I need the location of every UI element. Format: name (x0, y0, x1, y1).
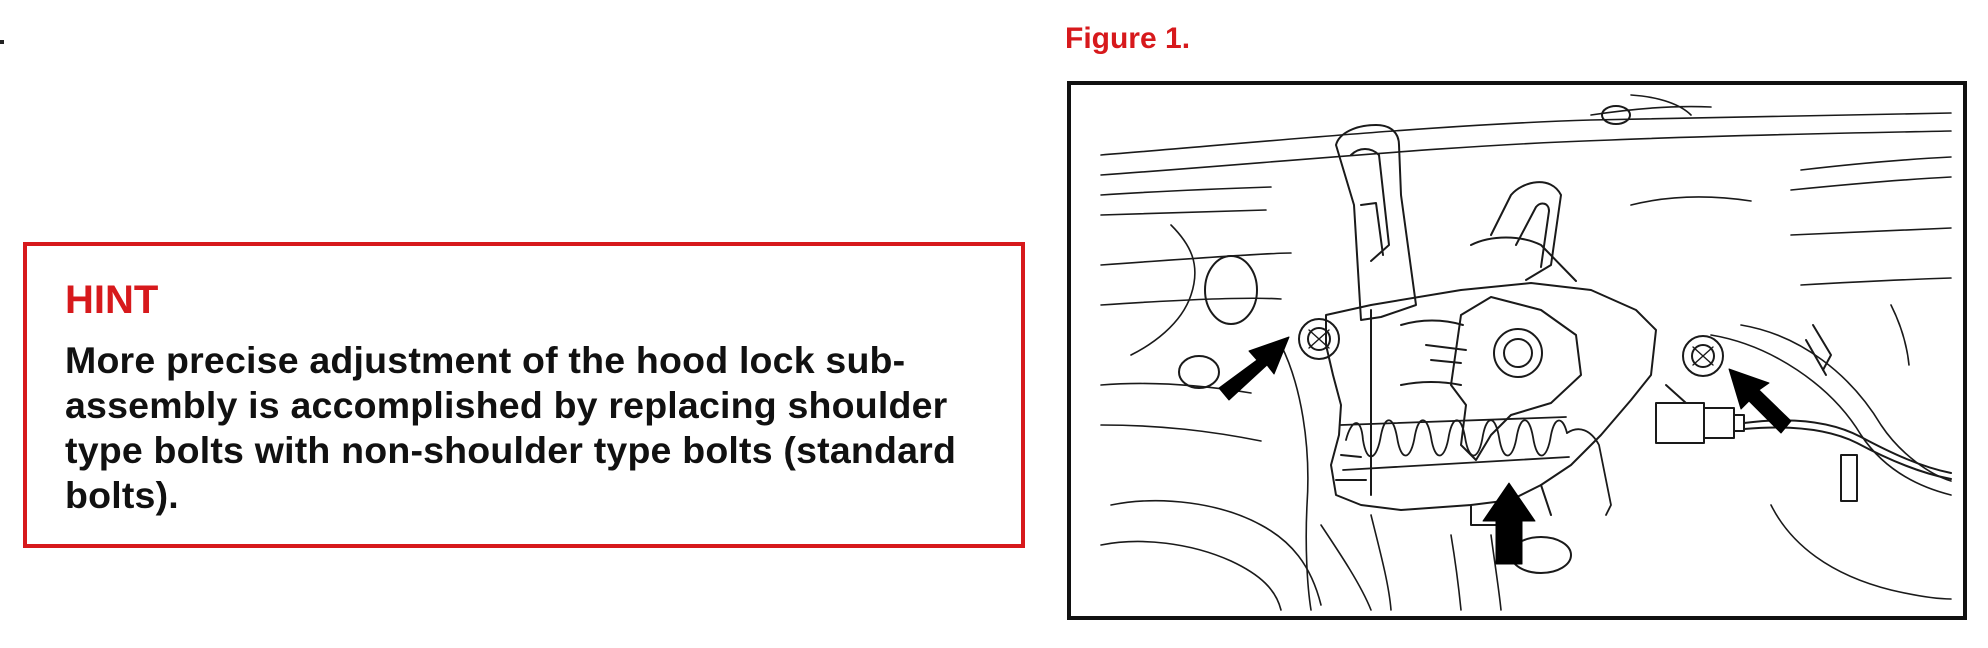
hood-lock-illustration (1100, 94, 1952, 611)
arrow-left-bolt-icon (1218, 336, 1290, 401)
background-boss (1204, 255, 1258, 325)
background-panel-lines (1100, 94, 1952, 611)
background-boss (1601, 105, 1631, 125)
coil-spring (1340, 416, 1612, 516)
secondary-catch-lever (1470, 181, 1577, 282)
lock-base-plate (1325, 282, 1657, 526)
latch-cam (1425, 296, 1582, 461)
background-boss (1178, 355, 1220, 389)
hint-box: HINT More precise adjustment of the hood… (23, 242, 1025, 548)
hint-title: HINT (65, 278, 159, 322)
left-shoulder-bolt (1298, 318, 1340, 360)
figure-frame (1067, 81, 1967, 620)
latch-hook-plate (1335, 124, 1417, 321)
arrow-bottom-spring-icon (1482, 482, 1536, 565)
hint-body-text: More precise adjustment of the hood lock… (65, 339, 957, 516)
arrow-right-bolt-icon (1728, 368, 1792, 434)
page-edge-mark (0, 40, 4, 44)
right-shoulder-bolt (1682, 335, 1724, 377)
figure-caption: Figure 1. (1065, 22, 1191, 55)
